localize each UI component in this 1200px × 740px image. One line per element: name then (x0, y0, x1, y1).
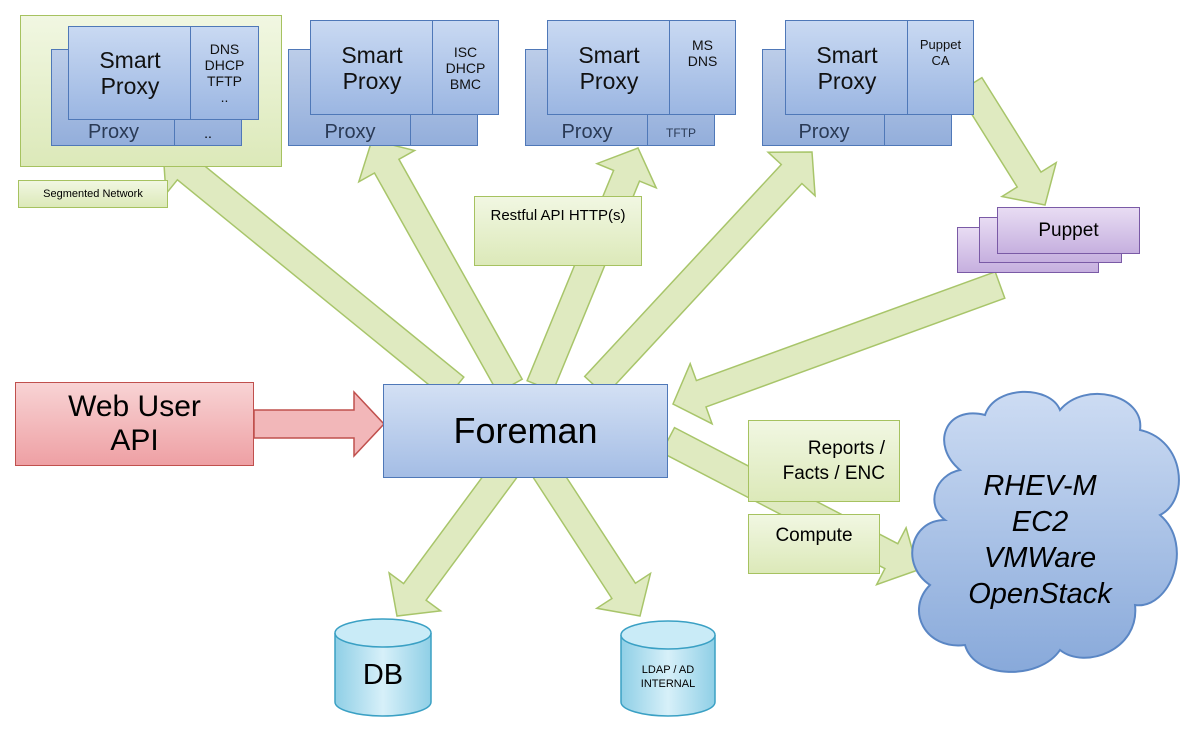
proxy-4-services-label: Puppet CA (919, 36, 962, 68)
arrow-foreman-to-ldap (532, 461, 652, 617)
proxy-1-label: Smart Proxy (99, 47, 161, 99)
arrow-foreman-to-proxy-2 (357, 139, 524, 394)
arrow-puppet-to-foreman (672, 270, 1006, 426)
puppet-label: Puppet (1038, 219, 1099, 241)
ldap-cylinder (620, 620, 716, 717)
compute-label: Compute (748, 514, 880, 574)
reports-facts-enc-label: Reports / Facts / ENC (748, 420, 900, 502)
proxy-1-back-services-label: .. (204, 124, 212, 141)
arrow-foreman-to-proxy-1 (162, 143, 465, 400)
proxy-3-services[interactable]: MS DNS (669, 20, 736, 115)
proxy-1-back-label: Proxy (87, 121, 140, 143)
proxy-2[interactable]: Smart Proxy (310, 20, 434, 115)
proxy-3-services-label: MS DNS (687, 36, 718, 69)
restful-api-label: Restful API HTTP(s) (474, 196, 642, 266)
proxy-1[interactable]: Smart Proxy (68, 26, 192, 120)
foreman-label: Foreman (453, 410, 598, 451)
cloud-providers-label: RHEV-M EC2 VMWare OpenStack (968, 470, 1112, 610)
proxy-2-label: Smart Proxy (341, 41, 403, 94)
db-cylinder (334, 618, 432, 717)
segmented-network-label: Segmented Network (18, 180, 168, 208)
db-label: DB (362, 658, 404, 691)
proxy-3-back-label: Proxy (561, 121, 613, 143)
proxy-1-services-label: DNS DHCP TFTP .. (204, 41, 245, 105)
proxy-2-services-label: ISC DHCP BMC (445, 43, 486, 92)
cloud-shape (911, 390, 1180, 673)
proxy-3-back-services-label: TFTP (666, 125, 696, 140)
web-user-api-box[interactable]: Web User API (15, 382, 254, 466)
arrow-web-user-to-foreman (253, 390, 386, 458)
arrow-foreman-to-db (388, 460, 518, 617)
proxy-4-label: Smart Proxy (816, 41, 878, 94)
arrow-foreman-to-proxy-4 (583, 151, 816, 397)
proxy-3[interactable]: Smart Proxy (547, 20, 671, 115)
proxy-2-back-label: Proxy (324, 121, 376, 143)
foreman-box[interactable]: Foreman (383, 384, 668, 478)
web-user-api-label: Web User API (68, 390, 201, 457)
proxy-4-back-label: Proxy (798, 121, 850, 143)
ldap-label: LDAP / AD INTERNAL (640, 664, 696, 690)
proxy-4[interactable]: Smart Proxy (785, 20, 909, 115)
proxy-1-services[interactable]: DNS DHCP TFTP .. (190, 26, 259, 120)
proxy-3-label: Smart Proxy (578, 41, 640, 94)
proxy-4-services[interactable]: Puppet CA (907, 20, 974, 115)
puppet-box[interactable]: Puppet (997, 207, 1140, 254)
arrow-proxy-4-to-puppet (957, 76, 1058, 206)
proxy-2-services[interactable]: ISC DHCP BMC (432, 20, 499, 115)
